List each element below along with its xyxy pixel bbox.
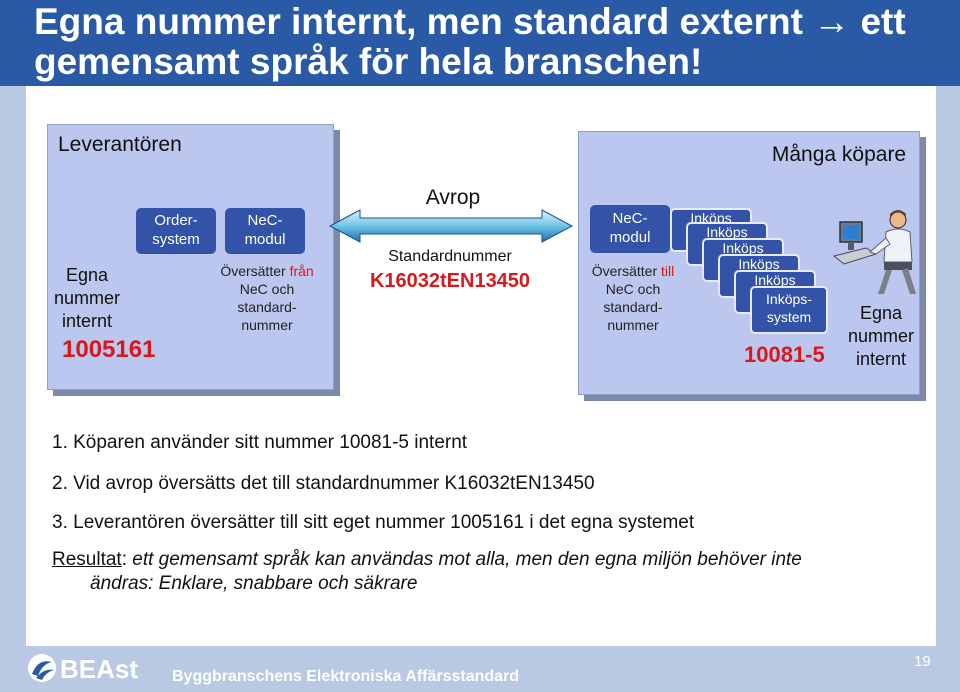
slide-title: Egna nummer internt, men standard extern… — [34, 1, 906, 82]
supplier-translate-line-4: nummer — [241, 317, 293, 333]
buyer-translate-line-2: NeC och — [605, 281, 661, 297]
result-paragraph: Resultat: ett gemensamt språk kan använd… — [52, 548, 912, 596]
supplier-own-number: 1005161 — [62, 336, 156, 363]
double-arrow-icon — [328, 209, 574, 243]
standard-number-label: Standardnummer — [388, 248, 512, 265]
buyer-translate-verb: Översätter — [591, 263, 658, 279]
buyer-own-label-line-2: nummer — [847, 326, 914, 346]
supplier-translate-from: från — [289, 263, 314, 279]
buyer-translate-text: Översätter till NeC och standard- nummer — [578, 262, 688, 334]
supplier-own-label-line-2: nummer — [53, 288, 120, 308]
title-band — [0, 0, 960, 86]
buyer-own-label-line-1: Egna — [859, 303, 903, 323]
supplier-heading: Leverantören — [58, 133, 182, 156]
person-at-computer-icon — [832, 210, 916, 294]
result-text: ett gemensamt språk kan användas mot all… — [132, 549, 802, 570]
result-colon: : — [121, 549, 133, 570]
purchase-system-label: Inköps — [722, 240, 764, 256]
purchase-system-box-front: Inköps- system — [750, 286, 828, 334]
order-system-box — [136, 208, 216, 254]
supplier-nec-module-label: NeC- modul — [225, 211, 305, 249]
logo-text: BEAst — [60, 654, 138, 684]
buyer-own-number-label: Egna nummer internt — [842, 302, 920, 371]
beast-logo: BEAst — [28, 654, 138, 684]
buyer-nec-module-label: NeC- modul — [590, 209, 670, 247]
step-3: 3. Leverantören översätter till sitt ege… — [52, 512, 695, 533]
supplier-own-label-line-3: internt — [61, 311, 113, 331]
order-system-line-1: Order- — [154, 212, 198, 229]
order-system-line-2: system — [152, 231, 200, 248]
footer-org-name: Byggbranschens Elektroniska Affärsstanda… — [172, 668, 520, 685]
result-text-cont: ändras: Enklare, snabbare och säkrare — [90, 573, 418, 594]
supplier-panel — [47, 124, 334, 390]
standard-number: K16032tEN13450 — [369, 270, 531, 292]
buyer-own-number: 10081-5 — [744, 342, 825, 367]
supplier-translate-line-3: standard- — [237, 299, 297, 315]
purchase-system-label: Inköps — [738, 256, 780, 272]
call-off-label: Avrop — [425, 186, 481, 209]
purchase-system-line-1: Inköps- — [766, 291, 812, 307]
buyer-translate-line-4: nummer — [607, 317, 659, 333]
supplier-translate-text: Översätter från NeC och standard- nummer — [212, 262, 322, 334]
buyer-nec-module-box — [590, 205, 670, 253]
supplier-own-number-label: Egna nummer internt — [52, 264, 122, 333]
buyer-nec-line-1: NeC- — [612, 210, 648, 227]
purchase-system-label: Inköps — [706, 224, 748, 240]
buyer-translate-line-3: standard- — [603, 299, 663, 315]
order-system-label: Order- system — [136, 211, 216, 249]
supplier-own-label-line-1: Egna — [65, 265, 109, 285]
buyer-own-label-line-3: internt — [855, 349, 907, 369]
buyer-nec-line-2: modul — [609, 229, 651, 246]
step-1: 1. Köparen använder sitt nummer 10081-5 … — [52, 432, 468, 453]
buyers-heading: Många köpare — [771, 143, 907, 166]
supplier-nec-module-box — [225, 208, 305, 254]
purchase-system-line-2: system — [766, 309, 812, 325]
result-label: Resultat — [52, 549, 122, 570]
supplier-nec-line-2: modul — [244, 231, 286, 248]
step-2: 2. Vid avrop översätts det till standard… — [52, 473, 595, 494]
supplier-translate-verb: Översätter — [220, 263, 286, 279]
supplier-nec-line-1: NeC- — [247, 212, 283, 229]
page-number: 19 — [914, 653, 931, 670]
supplier-translate-line-2: NeC och — [239, 281, 295, 297]
purchase-system-label: Inköps — [754, 272, 796, 288]
buyer-translate-to: till — [661, 263, 675, 279]
